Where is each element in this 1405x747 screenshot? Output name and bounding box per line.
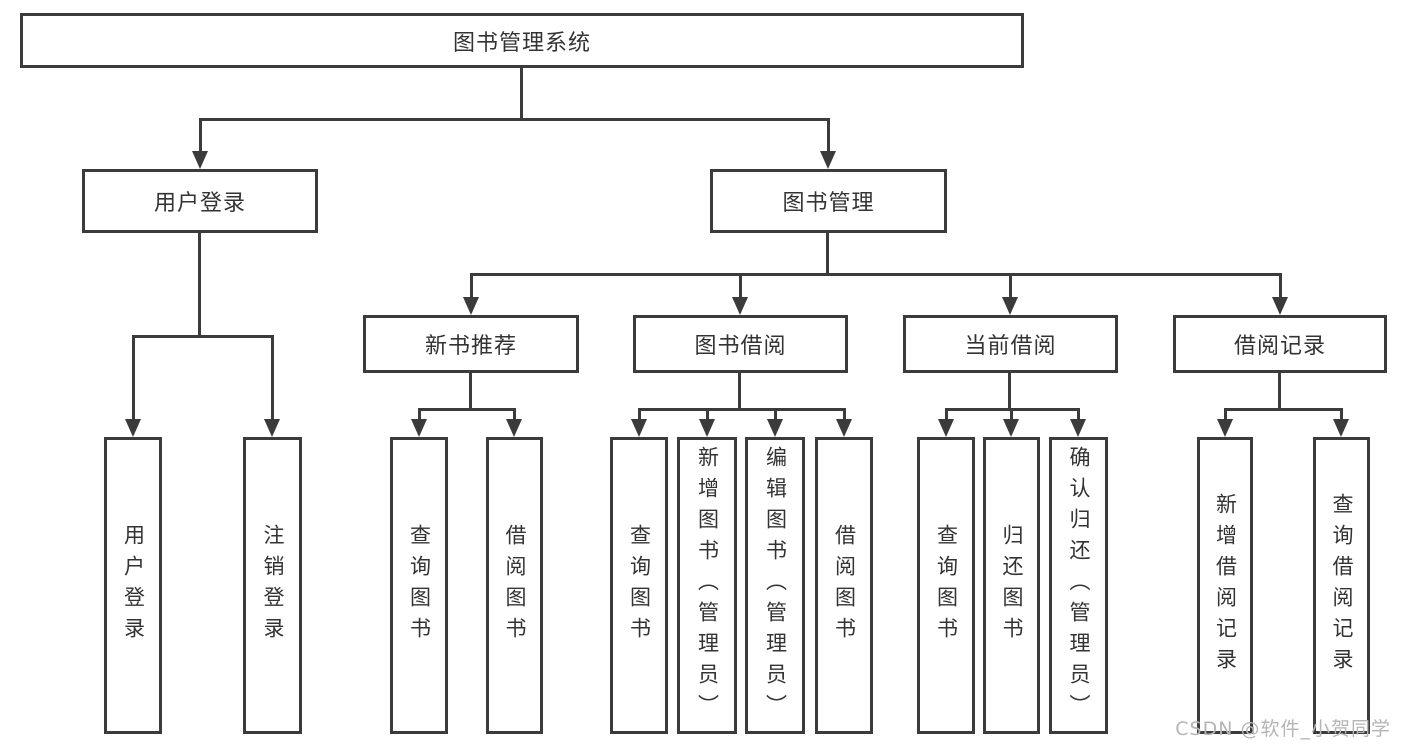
connector-user-login-split — [133, 335, 274, 338]
leaf-logout: 注销登录 — [243, 437, 302, 734]
connector-arrow-to-book-management — [820, 118, 836, 169]
connector-arrow-borrowing-edit — [767, 408, 783, 437]
connector-arrow-newbooks-query — [411, 408, 427, 437]
connector-arrow-to-leaf-login — [125, 335, 141, 437]
leaf-borrowing-query-books: 查询图书 — [610, 437, 668, 734]
connector-arrow-to-user-login — [192, 118, 208, 169]
connector-arrow-to-borrowing-records — [1272, 273, 1288, 315]
connector-current-split — [946, 408, 1080, 411]
leaf-borrowing-add-books-admin: 新增图书（管理员） — [677, 437, 737, 734]
connector-arrow-current-return — [1003, 408, 1019, 437]
connector-book-mgmt-split — [471, 273, 1280, 276]
connector-records-stem — [1278, 373, 1281, 411]
node-borrowing-records: 借阅记录 — [1173, 315, 1387, 373]
connector-arrow-to-current-borrowing — [1002, 273, 1018, 315]
connector-arrow-to-leaf-logout — [264, 335, 280, 437]
connector-borrowing-stem — [738, 373, 741, 411]
node-user-login: 用户登录 — [82, 169, 318, 233]
leaf-current-query-books: 查询图书 — [917, 437, 975, 734]
connector-arrow-current-confirm — [1070, 408, 1086, 437]
connector-records-split — [1225, 408, 1343, 411]
connector-newbooks-split — [419, 408, 516, 411]
leaf-current-return-books: 归还图书 — [983, 437, 1040, 734]
node-book-borrowing: 图书借阅 — [633, 315, 848, 373]
connector-newbooks-stem — [469, 373, 472, 411]
node-root: 图书管理系统 — [20, 13, 1024, 68]
leaf-newbooks-query-books: 查询图书 — [390, 437, 448, 734]
connector-borrowing-split — [639, 408, 845, 411]
connector-arrow-current-query — [938, 408, 954, 437]
connector-user-login-stem — [198, 233, 201, 338]
leaf-borrowing-edit-books-admin: 编辑图书（管理员） — [745, 437, 805, 734]
connector-current-stem — [1008, 373, 1011, 411]
connector-root-stem — [520, 68, 523, 121]
connector-arrow-borrowing-borrow — [836, 408, 852, 437]
connector-arrow-newbooks-borrow — [506, 408, 522, 437]
connector-arrow-borrowing-query — [631, 408, 647, 437]
node-book-management: 图书管理 — [710, 169, 947, 233]
leaf-records-add-record: 新增借阅记录 — [1197, 437, 1253, 734]
node-new-book-recommend: 新书推荐 — [363, 315, 579, 373]
leaf-newbooks-borrow-books: 借阅图书 — [486, 437, 543, 734]
connector-arrow-to-new-book-recommend — [463, 273, 479, 315]
leaf-records-query-record: 查询借阅记录 — [1313, 437, 1370, 734]
leaf-user-login: 用户登录 — [104, 437, 162, 734]
leaf-current-confirm-return-admin: 确认归还（管理员） — [1049, 437, 1108, 734]
connector-root-split — [200, 118, 828, 121]
connector-arrow-borrowing-add — [699, 408, 715, 437]
connector-book-mgmt-stem — [826, 233, 829, 276]
connector-arrow-records-query — [1333, 408, 1349, 437]
connector-arrow-records-add — [1217, 408, 1233, 437]
leaf-borrowing-borrow-books: 借阅图书 — [815, 437, 873, 734]
node-current-borrowing: 当前借阅 — [903, 315, 1118, 373]
connector-arrow-to-book-borrowing — [732, 273, 748, 315]
csdn-watermark: CSDN @软件_小贺同学 — [1175, 718, 1391, 740]
